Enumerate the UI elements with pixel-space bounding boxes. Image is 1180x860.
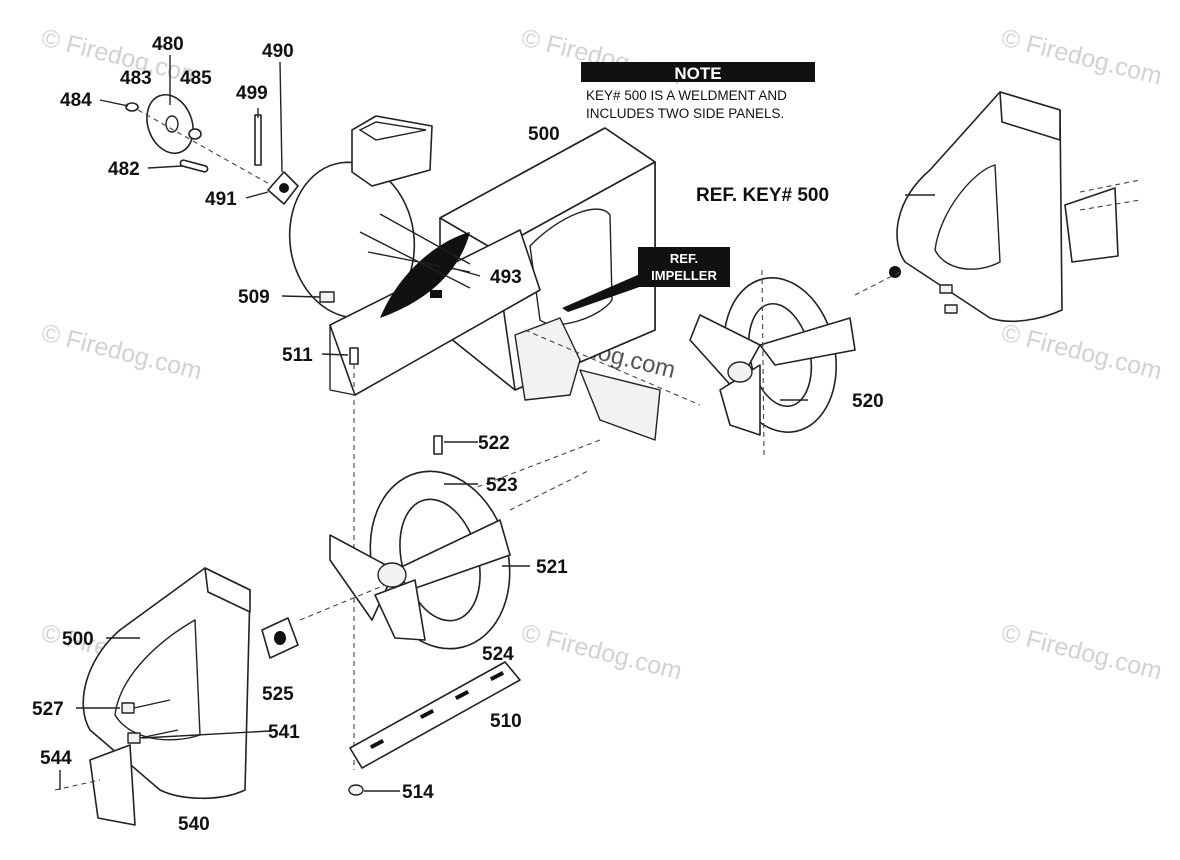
leader-lines xyxy=(59,55,935,792)
impeller-callout-line-2: IMPELLER xyxy=(651,268,717,283)
note-header-bar xyxy=(581,62,815,82)
part-label-500-left: 500 xyxy=(62,629,94,650)
part-label-520: 520 xyxy=(852,391,884,412)
bolt-541 xyxy=(127,729,179,744)
nut-514 xyxy=(348,784,364,796)
part-label-482: 482 xyxy=(108,159,140,180)
part-label-521: 521 xyxy=(536,557,568,578)
note-title: NOTE xyxy=(674,64,721,83)
part-label-511: 511 xyxy=(282,345,313,366)
part-label-544: 544 xyxy=(40,748,72,769)
part-label-527: 527 xyxy=(32,699,64,720)
part-label-490: 490 xyxy=(262,41,294,62)
gearbox-ref xyxy=(429,317,701,506)
auger-520 xyxy=(689,269,856,456)
watermark: © Firedog.com xyxy=(39,319,205,386)
watermark: © Firedog.com xyxy=(519,619,685,686)
part-label-514: 514 xyxy=(402,782,434,803)
pin-499 xyxy=(254,114,262,166)
part-label-523: 523 xyxy=(486,475,518,496)
part-label-483: 483 xyxy=(120,68,152,89)
part-label-524: 524 xyxy=(482,644,514,665)
part-label-484: 484 xyxy=(60,90,92,111)
bolt-522 xyxy=(433,435,443,455)
part-label-491: 491 xyxy=(205,189,237,210)
impeller-callout: REF. IMPELLER xyxy=(638,247,730,287)
part-label-500-top: 500 xyxy=(528,124,560,145)
bearing-525 xyxy=(261,617,299,659)
part-label-493: 493 xyxy=(490,267,522,288)
part-label-541: 541 xyxy=(268,722,300,743)
part-label-540: 540 xyxy=(178,814,210,835)
ref-key-label: REF. KEY# 500 xyxy=(696,185,829,206)
part-label-499: 499 xyxy=(236,83,268,104)
fastener-544 xyxy=(54,779,101,791)
part-label-522: 522 xyxy=(478,433,510,454)
part-label-525: 525 xyxy=(262,684,294,705)
housing-500 xyxy=(288,115,656,396)
part-label-510: 510 xyxy=(490,711,522,732)
nut-509 xyxy=(319,291,335,303)
auger-521 xyxy=(329,469,591,650)
watermark: © Firedog.com xyxy=(999,619,1165,686)
watermark: © Firedog.com xyxy=(999,319,1165,386)
pulley-480 xyxy=(125,94,281,191)
part-label-480: 480 xyxy=(152,34,184,55)
part-label-485: 485 xyxy=(180,68,212,89)
side-panel-left xyxy=(82,567,386,826)
key-482 xyxy=(179,159,209,173)
bolt-527 xyxy=(121,699,171,714)
note-box: NOTE KEY# 500 IS A WELDMENT AND INCLUDES… xyxy=(581,62,815,121)
part-label-509: 509 xyxy=(238,287,270,308)
impeller-callout-line-1: REF. xyxy=(670,251,698,266)
flange-490 xyxy=(267,171,299,205)
note-line-2: INCLUDES TWO SIDE PANELS. xyxy=(586,106,784,121)
note-line-1: KEY# 500 IS A WELDMENT AND xyxy=(586,88,787,103)
impeller-callout-box xyxy=(638,247,730,287)
side-panel-right xyxy=(854,91,1141,323)
watermark: © Firedog.com xyxy=(999,24,1165,91)
scraper-510 xyxy=(349,661,521,769)
part-labels: 480 490 483 485 484 499 482 491 500 493 … xyxy=(32,34,884,835)
